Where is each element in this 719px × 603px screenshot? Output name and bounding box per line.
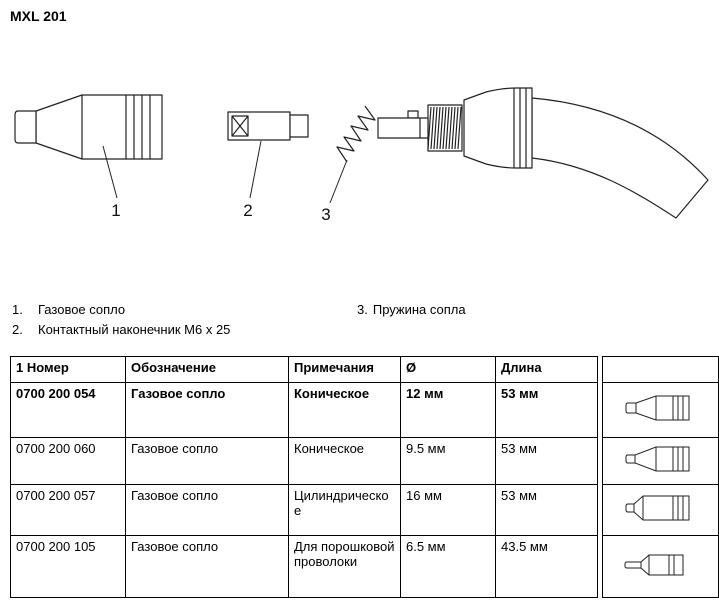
icon-row [602,382,719,438]
cell-length: 43.5 мм [495,535,598,598]
cell-number: 0700 200 057 [10,484,126,536]
cell-diameter: 9.5 мм [400,437,496,485]
parts-table-area: 1 Номер Обозначение Примечания Ø Длина 0… [10,356,719,598]
page-title: MXL 201 [10,8,67,24]
cell-notes: Коническое [288,437,401,485]
cell-diameter: 16 мм [400,484,496,536]
contact-tip-drawing [227,111,309,141]
table-row: 0700 200 105 Газовое сопло Для порошково… [10,535,598,598]
exploded-diagram: 1 2 3 [0,50,719,295]
gas-nozzle-drawing [14,94,163,160]
legend-label: Газовое сопло [38,302,126,317]
legend-number: 3. [357,302,368,317]
parts-table: 1 Номер Обозначение Примечания Ø Длина 0… [10,356,598,598]
cell-icon [602,437,719,485]
cell-notes: Для порошковой проволоки [288,535,401,598]
icon-row [602,437,719,485]
icon-row [602,535,719,598]
cell-designation: Газовое сопло [125,535,289,598]
icon-row [602,484,719,536]
legend-label: Пружина сопла [372,302,466,317]
gas-nozzle-conical-icon [625,395,689,421]
cell-icon [602,382,719,438]
torch-body-drawing [377,87,709,219]
table-row: 0700 200 057 Газовое сопло Цилиндрическо… [10,484,598,536]
legend-item-1: 1. Газовое сопло [12,300,712,320]
cell-designation: Газовое сопло [125,437,289,485]
legend-item-2: 2. Контактный наконечник М6 х 25 [12,320,712,340]
callout-lines [102,140,348,204]
nozzle-icon-table [602,356,719,598]
cell-length: 53 мм [495,382,598,438]
callout-numbers: 1 2 3 [111,201,330,224]
icon-column-header [602,356,719,383]
gas-nozzle-conical-icon [625,446,689,472]
col-header-notes: Примечания [288,356,401,383]
cell-designation: Газовое сопло [125,484,289,536]
gas-nozzle-cored-wire-icon [624,554,683,576]
col-header-number: 1 Номер [10,356,126,383]
cell-number: 0700 200 105 [10,535,126,598]
cell-designation: Газовое сопло [125,382,289,438]
callout-number-3: 3 [321,205,330,224]
cell-length: 53 мм [495,437,598,485]
cell-number: 0700 200 054 [10,382,126,438]
col-header-diameter: Ø [400,356,496,383]
gas-nozzle-cylindrical-icon [625,495,689,521]
table-header-row: 1 Номер Обозначение Примечания Ø Длина [10,356,598,383]
legend-number: 2. [12,322,23,337]
cell-number: 0700 200 060 [10,437,126,485]
legend-label: Контактный наконечник М6 х 25 [38,322,231,337]
cell-diameter: 12 мм [400,382,496,438]
cell-icon [602,535,719,598]
legend-number: 1. [12,302,23,317]
col-header-designation: Обозначение [125,356,289,383]
col-header-length: Длина [495,356,598,383]
legend-item-3: 3. Пружина сопла [357,300,466,320]
legend: 1. Газовое сопло 2. Контактный наконечни… [12,300,712,340]
cell-notes: Коническое [288,382,401,438]
cell-notes: Цилиндрическое [288,484,401,536]
cell-diameter: 6.5 мм [400,535,496,598]
callout-number-2: 2 [243,201,252,220]
cell-icon [602,484,719,536]
table-row: 0700 200 054 Газовое сопло Коническое 12… [10,382,598,438]
cell-length: 53 мм [495,484,598,536]
nozzle-spring-drawing [336,105,376,163]
exploded-view-drawing: 1 2 3 [14,87,709,224]
callout-number-1: 1 [111,201,120,220]
icon-header-row [602,356,719,383]
table-row: 0700 200 060 Газовое сопло Коническое 9.… [10,437,598,485]
